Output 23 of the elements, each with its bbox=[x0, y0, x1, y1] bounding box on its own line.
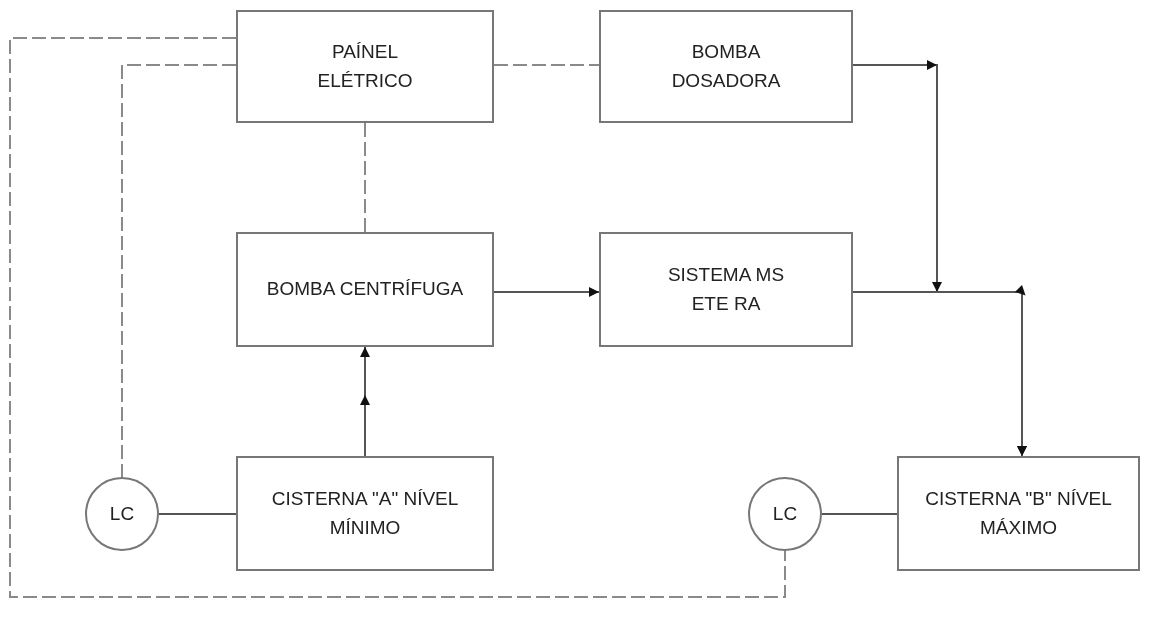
process-box bbox=[897, 456, 1140, 571]
process-box bbox=[599, 232, 853, 347]
node-label: CISTERNA "A" NÍVEL MÍNIMO bbox=[270, 487, 460, 540]
connector-line bbox=[158, 513, 237, 515]
process-box bbox=[599, 10, 853, 123]
dashed-signal-line bbox=[121, 64, 237, 478]
connector-line bbox=[821, 513, 898, 515]
node-label: BOMBA DOSADORA bbox=[670, 40, 782, 93]
flow-arrow bbox=[852, 285, 1027, 457]
process-box bbox=[236, 10, 494, 123]
flow-arrow bbox=[360, 346, 370, 457]
process-box bbox=[236, 456, 494, 571]
flow-arrow bbox=[493, 287, 600, 297]
node-label: BOMBA CENTRÍFUGA bbox=[266, 277, 464, 302]
node-label: SISTEMA MS ETE RA bbox=[666, 263, 786, 316]
node-label: LC bbox=[109, 501, 135, 526]
dashed-signal-line bbox=[493, 64, 600, 66]
dashed-signal-line bbox=[364, 122, 366, 233]
node-label: LC bbox=[772, 501, 798, 526]
process-box bbox=[236, 232, 494, 347]
node-label: CISTERNA "B" NÍVEL MÁXIMO bbox=[924, 487, 1113, 540]
node-label: PAÍNEL ELÉTRICO bbox=[316, 40, 414, 93]
dashed-signal-line bbox=[9, 37, 786, 598]
